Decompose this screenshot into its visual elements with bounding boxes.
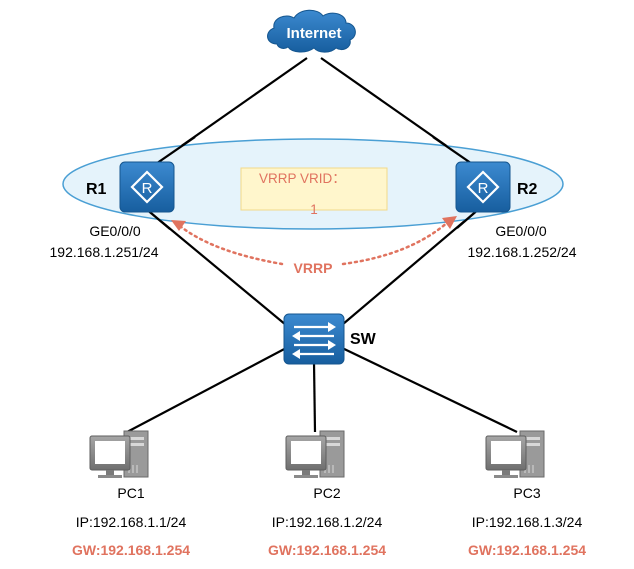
pc-gateway: GW:192.168.1.254 [268, 542, 386, 558]
router-r2-ip: 192.168.1.252/24 [468, 244, 577, 260]
switch-name: SW [350, 331, 377, 348]
vrrp-arrow-right-icon [442, 216, 457, 229]
router-r1: R [119, 161, 175, 213]
internet-label: Internet [286, 25, 341, 42]
vrrp-vrid-title: VRRP VRID： [259, 171, 346, 186]
router-icon [466, 170, 500, 204]
router-r1-name: R1 [86, 181, 107, 198]
vrrp-vrid-value: 1 [310, 202, 318, 217]
internet-cloud-icon [267, 9, 356, 53]
pc-ip: IP:192.168.1.3/24 [472, 514, 583, 530]
links [126, 57, 518, 433]
pc-gateway: GW:192.168.1.254 [468, 542, 586, 558]
pc-name: PC3 [513, 485, 540, 501]
switch-arrows-icon [292, 322, 336, 359]
vrrp-vrid-box [240, 167, 388, 211]
router-icon [130, 170, 164, 204]
link-sw-pc3 [337, 345, 518, 433]
pc-ip: IP:192.168.1.1/24 [76, 514, 187, 530]
computer-icon [485, 430, 545, 478]
router-r1-interface: GE0/0/0 [89, 223, 141, 239]
vrrp-arrow-left-icon [171, 220, 186, 231]
router-r2: R [455, 161, 511, 213]
vrrp-link-label: VRRP [294, 260, 333, 276]
switch-sw [283, 313, 345, 365]
router-r1-body [119, 161, 175, 213]
router-r2-name: R2 [517, 181, 538, 198]
vrrp-heartbeat-line [178, 220, 450, 266]
router-r2-body [455, 161, 511, 213]
link-sw-pc2 [312, 361, 317, 433]
router-r2-glyph: R [478, 180, 489, 197]
pc-gateway: GW:192.168.1.254 [72, 542, 190, 558]
link-r2-sw [335, 207, 481, 331]
router-r1-ip: 192.168.1.251/24 [50, 244, 159, 260]
computer-icon [285, 430, 345, 478]
switch-body [283, 313, 345, 365]
pc-name: PC1 [117, 485, 144, 501]
link-sw-pc1 [126, 345, 291, 433]
pc-ip: IP:192.168.1.2/24 [272, 514, 383, 530]
router-r1-glyph: R [142, 180, 153, 197]
router-r2-interface: GE0/0/0 [495, 223, 547, 239]
computer-icon [89, 430, 149, 478]
pcs: PC1IP:192.168.1.1/24GW:192.168.1.254PC2I… [72, 430, 586, 558]
pc-name: PC2 [313, 485, 340, 501]
